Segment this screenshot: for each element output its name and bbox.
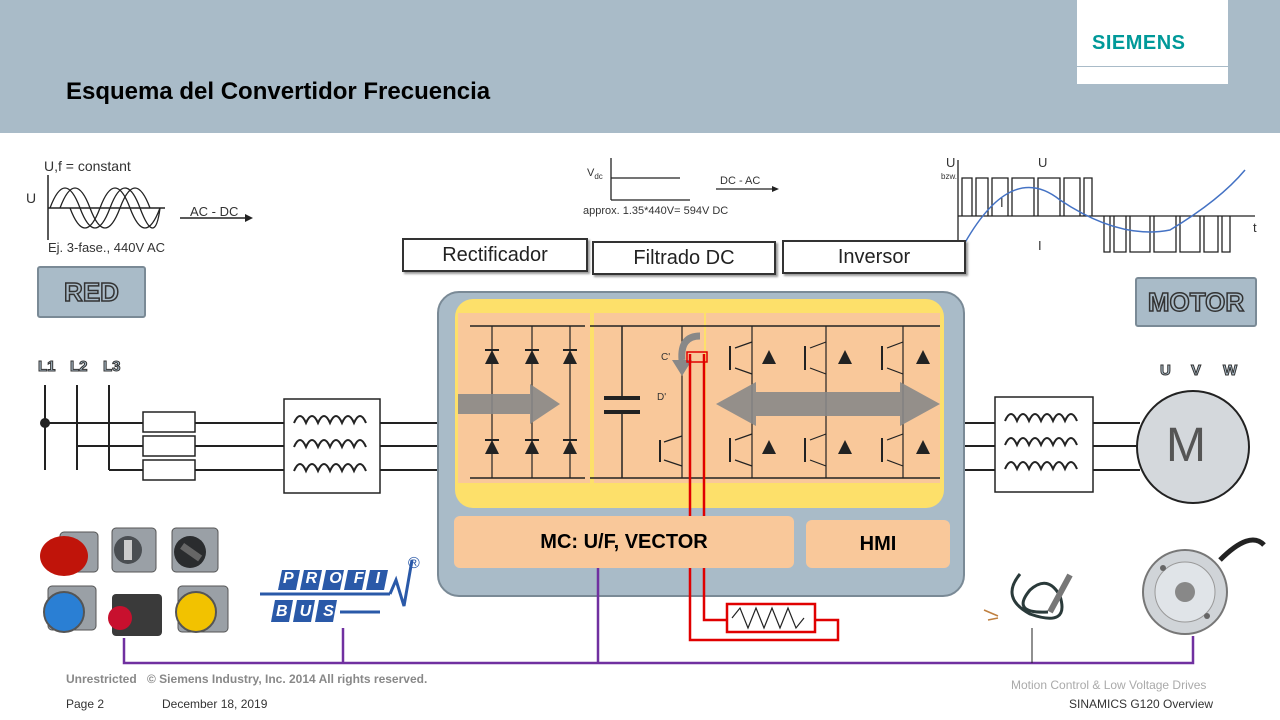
header-band (0, 0, 1280, 133)
footer-classification: Unrestricted (66, 672, 137, 686)
pwm-xlabel: t (1253, 220, 1257, 235)
footer-division: Motion Control & Low Voltage Drives (1011, 678, 1207, 692)
page-title: Esquema del Convertidor Frecuencia (66, 78, 491, 105)
pwm-current-label-2: I (1038, 238, 1042, 253)
dc-note: approx. 1.35*440V= 594V DC (583, 205, 729, 217)
motor-tag: MOTOR (1135, 277, 1257, 327)
siemens-logo: SIEMENS (1092, 32, 1186, 54)
footer-product: SINAMICS G120 Overview (1069, 697, 1214, 711)
blue-pushbutton (43, 585, 97, 633)
dc-graph-axes (610, 158, 779, 201)
motor-phase-u: U (1160, 362, 1172, 380)
profibus-logo (260, 559, 414, 622)
footer-copyright: © Siemens Industry, Inc. 2014 All rights… (147, 672, 428, 686)
phase-label-l2: L2 (70, 358, 88, 376)
input-note: Ej. 3-fase., 440V AC (48, 240, 166, 255)
pushbuttons-image (40, 527, 229, 636)
motor-symbol (1136, 390, 1250, 504)
stage-dc-filter-label: Filtrado DC (592, 241, 776, 275)
input-ylabel: U (26, 190, 37, 206)
logo-box: SIEMENS (1077, 0, 1228, 84)
phase-label-l1: L1 (38, 358, 56, 376)
capacitor-label-d: D' (657, 392, 667, 403)
footer-date: December 18, 2019 (162, 697, 268, 711)
key-switch (111, 527, 157, 573)
capacitor-label-c: C' (661, 352, 671, 363)
communication-bus (122, 568, 1195, 665)
motor-control-module: MC: U/F, VECTOR (454, 516, 794, 568)
profibus-row2: BUS (276, 603, 346, 620)
pwm-pulses (957, 160, 1255, 255)
phase-label-l3: L3 (103, 358, 121, 376)
input-sine-waves (47, 175, 253, 240)
red-mushroom-button (40, 531, 99, 576)
footer-page: Page 2 (66, 697, 105, 711)
dc-ylabel: Vdc (587, 167, 603, 182)
registered-mark: ® (408, 555, 420, 572)
network-tag: RED (37, 266, 146, 318)
pwm-voltage-label: U (1038, 155, 1048, 170)
pwm-ylabel: U (946, 155, 956, 170)
supply-wiring (40, 385, 1140, 494)
hmi-module: HMI (806, 520, 950, 568)
pwm-ylabel-sub: bzw. (941, 172, 958, 181)
pwm-current-label-1: I (1000, 195, 1004, 210)
motor-phase-w: W (1222, 362, 1238, 380)
input-formula: U,f = constant (44, 158, 131, 174)
yellow-pushbutton (175, 585, 229, 633)
dc-conversion-label: DC - AC (720, 175, 761, 187)
power-section-schematic (458, 325, 940, 479)
brake-resistor (686, 351, 840, 642)
selector-switch (171, 527, 219, 573)
stage-rectifier-label: Rectificador (402, 238, 588, 272)
encoder-image (1142, 537, 1266, 635)
red-pushbutton (108, 594, 162, 636)
profibus-row1: PROFI (283, 570, 392, 587)
temperature-sensor-image (983, 573, 1073, 621)
motor-phase-v: V (1190, 362, 1202, 380)
motor-letter: M (1166, 419, 1206, 472)
input-conversion-label: AC - DC (190, 204, 239, 219)
stage-inverter-label: Inversor (782, 240, 966, 274)
